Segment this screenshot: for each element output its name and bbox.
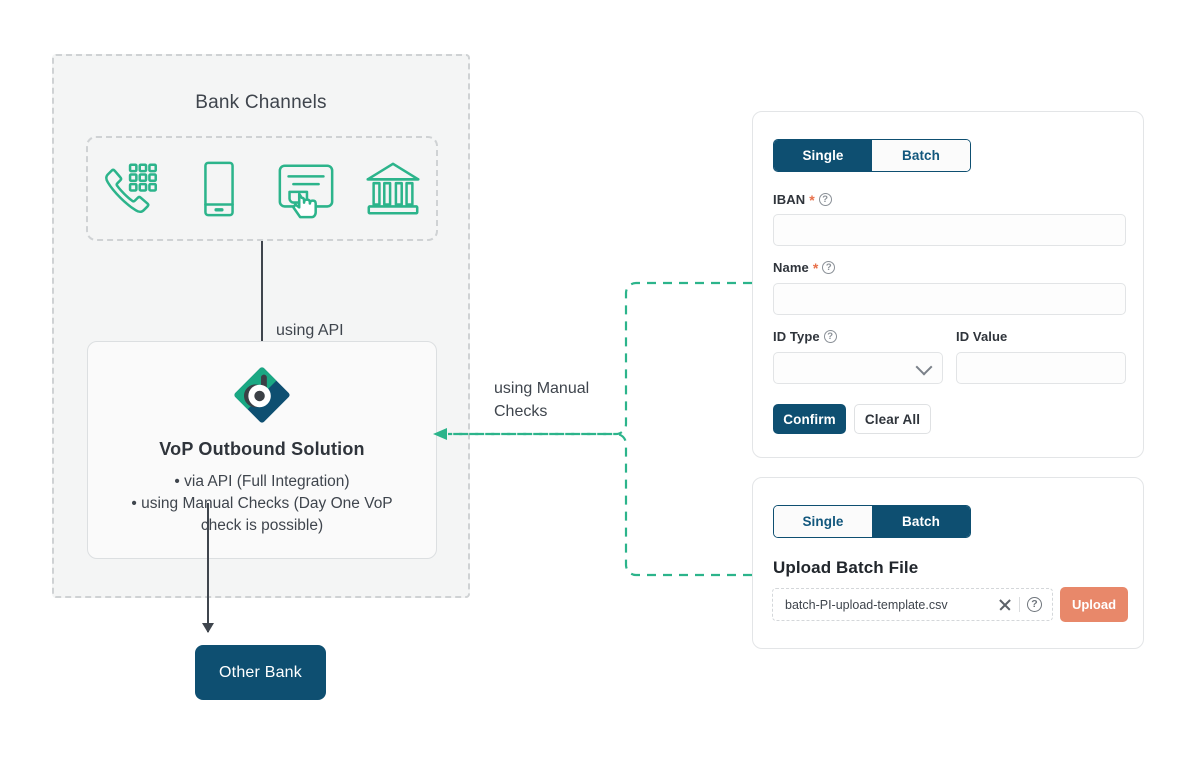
- vop-bullets: • via API (Full Integration) • using Man…: [102, 471, 422, 537]
- help-icon[interactable]: ?: [1027, 597, 1042, 612]
- help-icon[interactable]: ?: [818, 193, 832, 206]
- vop-bullet-2: • using Manual Checks (Day One VoP: [131, 495, 393, 512]
- upload-batch-file-heading: Upload Batch File: [773, 558, 919, 577]
- tab-single[interactable]: Single: [774, 140, 872, 171]
- manual-checks-edge-label: using Manual Checks: [494, 380, 590, 420]
- id-type-select[interactable]: [773, 352, 943, 384]
- selected-file-name: batch-PI-upload-template.csv: [785, 597, 948, 612]
- batch-upload-panel: Single Batch Upload Batch File batch-PI-…: [752, 477, 1144, 649]
- iban-input[interactable]: [773, 214, 1126, 246]
- file-picker[interactable]: batch-PI-upload-template.csv ?: [772, 588, 1053, 621]
- clear-all-button[interactable]: Clear All: [854, 404, 931, 434]
- help-icon[interactable]: ?: [822, 261, 836, 274]
- mode-toggle-batch-panel[interactable]: Single Batch: [773, 505, 971, 538]
- tab-single[interactable]: Single: [774, 506, 872, 537]
- vop-outbound-solution-card: VoP Outbound Solution • via API (Full In…: [87, 341, 437, 559]
- name-label: Name * ?: [773, 259, 836, 276]
- close-icon[interactable]: [998, 598, 1012, 612]
- online-banking-click-icon: [275, 158, 337, 220]
- bank-channels-group: Bank Channels: [52, 54, 470, 598]
- vop-diamond-logo: [88, 364, 436, 431]
- id-value-input[interactable]: [956, 352, 1126, 384]
- vop-bullet-1: • via API (Full Integration): [174, 473, 350, 490]
- id-value-label: ID Value: [956, 329, 1008, 344]
- phone-keypad-icon: [101, 158, 163, 220]
- other-bank-label: Other Bank: [219, 663, 302, 681]
- tab-batch[interactable]: Batch: [872, 140, 970, 171]
- help-icon[interactable]: ?: [823, 330, 837, 343]
- vop-bullet-3: check is possible): [200, 517, 324, 534]
- channels-icon-row: [86, 136, 438, 241]
- chevron-down-icon: [915, 358, 933, 376]
- bank-branch-icon: [362, 158, 424, 220]
- arrow-vop-to-other-bank: [202, 503, 214, 633]
- single-check-panel: Single Batch IBAN * ? Name * ? ID Type ?…: [752, 111, 1144, 458]
- vop-title: VoP Outbound Solution: [159, 439, 365, 459]
- mobile-phone-icon: [188, 158, 250, 220]
- group-title: Bank Channels: [195, 92, 327, 113]
- name-input[interactable]: [773, 283, 1126, 315]
- iban-label: IBAN * ?: [773, 192, 832, 207]
- divider: [1019, 597, 1020, 612]
- other-bank-node: Other Bank: [195, 645, 326, 700]
- required-asterisk: *: [809, 191, 815, 208]
- upload-button[interactable]: Upload: [1060, 587, 1128, 622]
- confirm-button[interactable]: Confirm: [773, 404, 846, 434]
- tab-batch[interactable]: Batch: [872, 506, 970, 537]
- required-asterisk: *: [812, 259, 819, 276]
- id-type-label: ID Type ?: [773, 329, 837, 344]
- mode-toggle-single-panel[interactable]: Single Batch: [773, 139, 971, 172]
